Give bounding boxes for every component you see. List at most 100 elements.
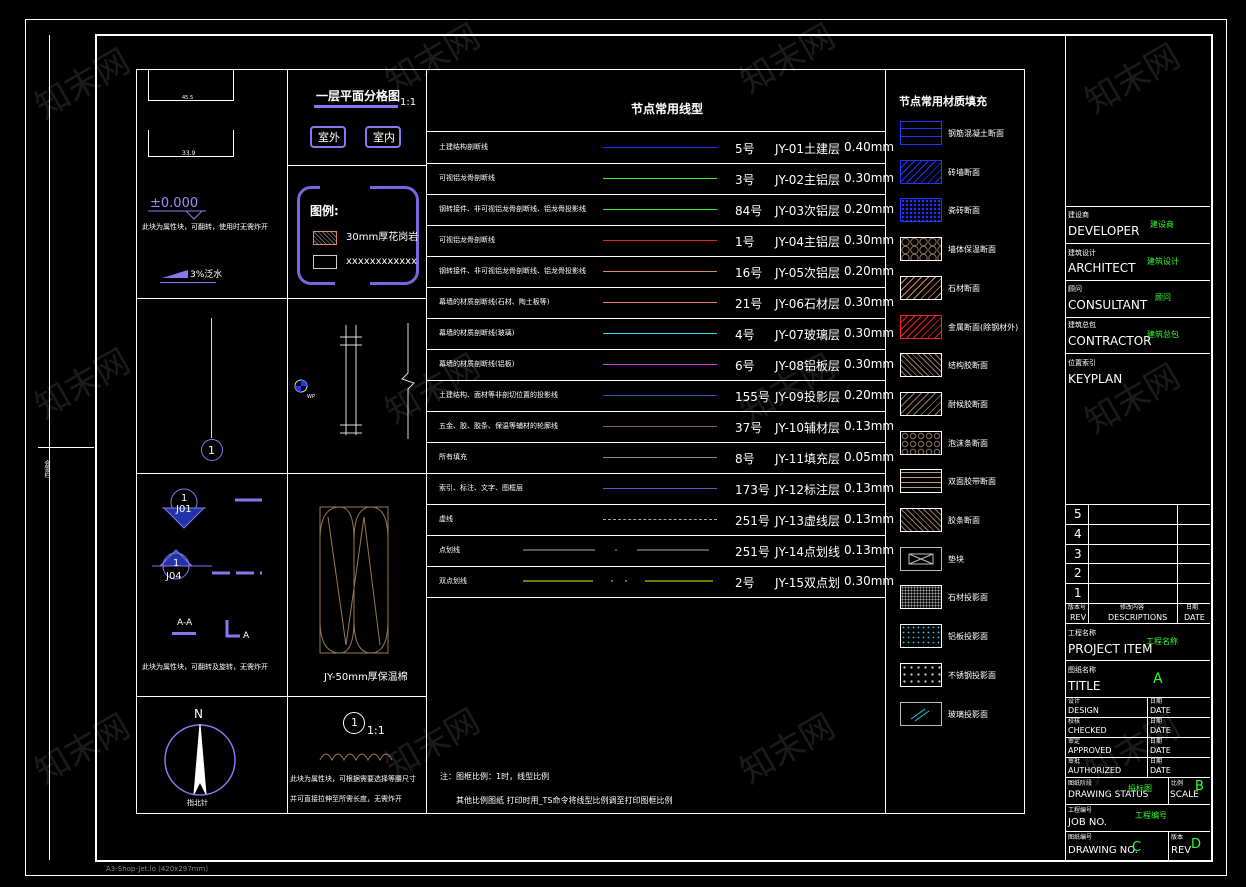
content-frame xyxy=(136,69,1025,814)
wp-label: WP xyxy=(307,394,315,400)
revision-row xyxy=(1066,583,1210,585)
tb-revno-val: D xyxy=(1191,837,1202,852)
cut-mark: A xyxy=(243,631,250,641)
detail-note-1: 此块为属性块，可根据需要选择等腰尺寸 xyxy=(290,775,416,783)
material-label: 不锈钢投影面 xyxy=(948,670,996,680)
linetype-width: 0.30mm xyxy=(844,326,895,340)
tb-architect-cn: 建筑设计 xyxy=(1068,249,1096,257)
linetype-width: 0.40mm xyxy=(844,140,895,154)
revision-row xyxy=(1066,563,1210,565)
linetype-pen: 16号 xyxy=(735,266,763,280)
linetype-width: 0.13mm xyxy=(844,419,895,433)
linetype-sample xyxy=(603,395,717,396)
tb-project-val: 工程名称 xyxy=(1146,637,1178,646)
tb-project-cn: 工程名称 xyxy=(1068,629,1096,637)
hdiv-left-1 xyxy=(136,298,426,299)
linetype-code: JY-07玻璃层 xyxy=(775,328,841,342)
axis-num: 1 xyxy=(208,444,215,457)
detail-scale: 1:1 xyxy=(367,724,385,737)
linetype-sample xyxy=(603,333,717,334)
north-arrow-icon xyxy=(164,723,236,796)
tb-row-contractor xyxy=(1066,317,1210,318)
detail-note-2: 并可直接拉伸至所需长度，无需炸开 xyxy=(290,795,402,803)
material-swatch xyxy=(900,546,942,571)
indoor-button[interactable]: 室内 xyxy=(365,126,401,148)
outdoor-button[interactable]: 室外 xyxy=(310,126,346,148)
sig-col xyxy=(1147,697,1148,777)
signature-label-cn: 设计 xyxy=(1068,698,1081,705)
plan-title-underline xyxy=(314,105,398,108)
legend-swatch-granite xyxy=(313,231,337,245)
linetype-pen: 8号 xyxy=(735,452,755,466)
tb-title-val: A xyxy=(1153,671,1163,687)
detail-coil-drawing xyxy=(319,753,393,762)
level-note: 此块为属性块，可翻转，使用时无需炸开 xyxy=(142,223,268,231)
signature-date: DATE xyxy=(1150,706,1171,715)
linetype-note-1: 注：图框比例：1时，线型比例 xyxy=(440,772,550,781)
material-label: 耐候胶断面 xyxy=(948,399,988,409)
material-label: 胶条断面 xyxy=(948,516,980,525)
linetype-desc: 点划线 xyxy=(439,546,460,554)
linetype-desc: 五金、胶、胶条、保温等辅材的轮廓线 xyxy=(439,422,558,430)
vdiv-2 xyxy=(426,69,427,814)
linetype-sample xyxy=(603,364,717,365)
signature-date: DATE xyxy=(1150,766,1171,775)
linetype-width: 0.30mm xyxy=(844,574,895,588)
linetype-pen: 155号 xyxy=(735,390,770,404)
revision-number: 4 xyxy=(1074,526,1082,541)
tb-row-architect xyxy=(1066,243,1210,244)
tb-keyplan: KEYPLAN xyxy=(1068,372,1123,386)
dim-line-top xyxy=(148,69,234,101)
linetype-pen: 5号 xyxy=(735,142,755,156)
linetype-desc: 钢转接件、非可视铝龙骨剖断线、铝龙骨投影线 xyxy=(439,205,586,213)
linetype-width: 0.30mm xyxy=(844,233,895,247)
signature-label: AUTHORIZED xyxy=(1068,766,1122,775)
linetype-sample xyxy=(603,457,717,458)
linetype-desc: 土建结构、面材等非剖切位置的投影线 xyxy=(439,391,558,399)
linetype-pen: 173号 xyxy=(735,483,770,497)
linetype-desc: 双点划线 xyxy=(439,577,467,585)
tb-dwg: DRAWING NO. xyxy=(1068,845,1138,856)
linetype-width: 0.13mm xyxy=(844,481,895,495)
signature-label: APPROVED xyxy=(1068,746,1112,755)
material-swatch xyxy=(900,275,942,300)
linetype-code: JY-05次铝层 xyxy=(775,266,841,280)
title-block-left xyxy=(1065,35,1066,861)
section-note: 此块为属性块，可翻转及旋转，无需炸开 xyxy=(142,663,268,671)
tb-row-developer xyxy=(1066,206,1210,207)
material-swatch xyxy=(900,391,942,416)
tb-developer-cn: 建设商 xyxy=(1068,211,1089,219)
material-swatch xyxy=(900,314,942,339)
linetype-pen: 37号 xyxy=(735,421,763,435)
tb-architect: ARCHITECT xyxy=(1068,261,1136,275)
linetype-pen: 251号 xyxy=(735,514,770,528)
rev-header-cn: 版本号 xyxy=(1068,604,1087,611)
signature-date-cn: 日期 xyxy=(1150,738,1163,745)
dim-top-label: 45.5 xyxy=(182,95,194,101)
tb-dwg-val: C xyxy=(1132,840,1142,855)
material-swatch xyxy=(900,585,942,610)
material-swatch xyxy=(900,121,942,145)
tb-contractor-cn: 建筑总包 xyxy=(1068,321,1096,329)
linetype-width: 0.20mm xyxy=(844,202,895,216)
linetype-sample xyxy=(603,271,717,272)
tb-status-val: 投标图 xyxy=(1128,784,1152,793)
material-label: 砖墙断面 xyxy=(948,167,980,177)
legend-mask-bottom xyxy=(335,281,370,288)
material-label: 结构胶断面 xyxy=(948,361,988,371)
linetype-pen: 2号 xyxy=(735,576,755,590)
linetype-pen: 251号 xyxy=(735,545,770,559)
tb-developer: DEVELOPER xyxy=(1068,224,1140,238)
signature-date-cn: 日期 xyxy=(1150,758,1163,765)
tb-scale: SCALE xyxy=(1170,790,1199,800)
material-swatch xyxy=(900,701,942,726)
detail-circle xyxy=(343,712,365,734)
vdiv-1 xyxy=(287,69,288,814)
tb-consultant-val: 顾问 xyxy=(1155,293,1171,302)
tb-row-dwg xyxy=(1066,831,1210,832)
